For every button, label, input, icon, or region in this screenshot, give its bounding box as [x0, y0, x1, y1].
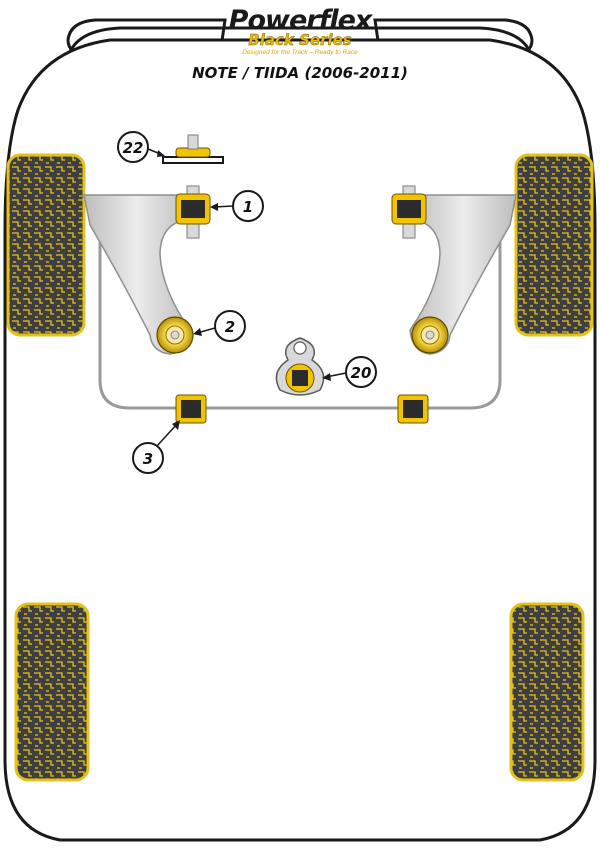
callout-3-label: 3 — [143, 450, 153, 468]
callout-1-label: 1 — [243, 198, 253, 216]
model-title: NOTE / TIIDA (2006-2011) — [192, 64, 408, 82]
car-body — [3, 38, 597, 842]
callout-20-label: 20 — [351, 364, 372, 382]
callout-20: 20 — [322, 356, 377, 388]
front-right-tire — [514, 153, 594, 337]
callout-1: 1 — [210, 190, 264, 222]
brand-series: Black Series — [248, 31, 352, 49]
rear-left-tire — [14, 602, 90, 782]
rear-bush-left — [156, 316, 194, 354]
callout-2: 2 — [193, 310, 246, 342]
brand-tagline: Designed for the Track – Ready to Race — [242, 49, 358, 56]
front-bush-right — [391, 185, 427, 239]
rear-bush-right — [411, 316, 449, 354]
callout-22-label: 22 — [123, 139, 144, 157]
callout-3: 3 — [132, 420, 180, 474]
rear-right-tire — [509, 602, 585, 782]
subframe-outline — [98, 205, 502, 410]
callout-2-label: 2 — [225, 318, 235, 336]
front-bumper-line — [68, 26, 532, 53]
arb-bush-left — [175, 394, 207, 424]
brand-name: Powerflex — [228, 5, 373, 36]
brand-logo: Powerflex Black Series Designed for the … — [200, 6, 400, 70]
arb-bush-right — [397, 394, 429, 424]
front-bush-left — [175, 185, 211, 239]
front-left-tire — [6, 153, 86, 337]
callout-22: 22 — [117, 131, 165, 163]
engine-mount-20 — [275, 337, 325, 396]
bolt-washer-22 — [162, 134, 224, 164]
